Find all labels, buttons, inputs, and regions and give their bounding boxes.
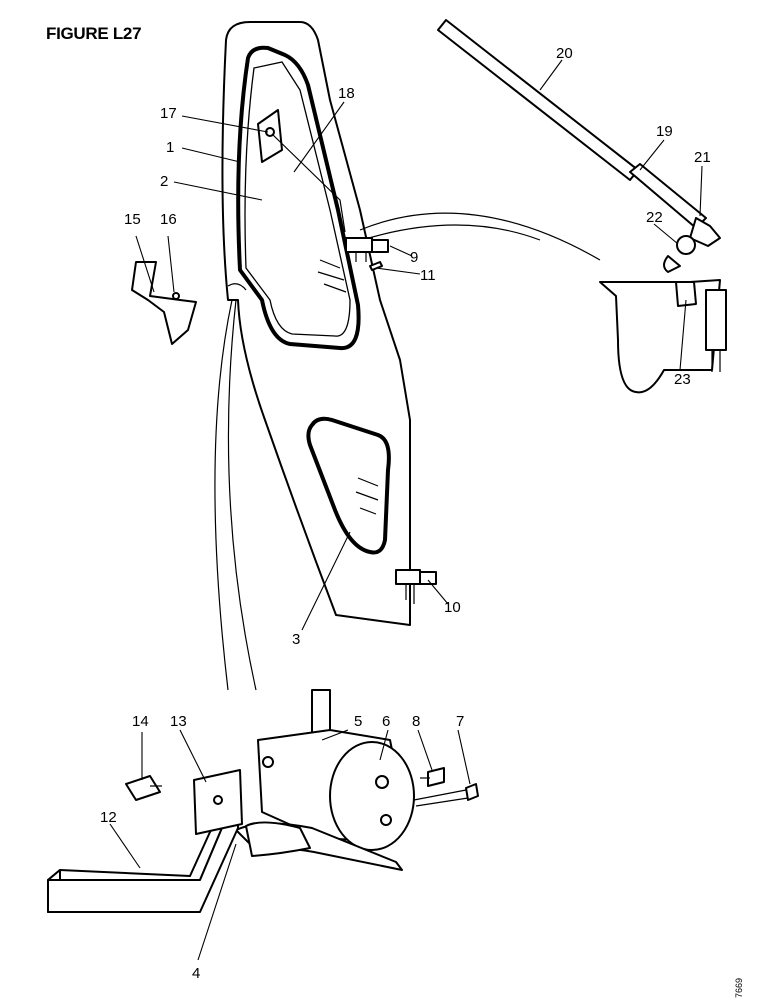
callout-21: 21: [694, 149, 711, 166]
figure-title: FIGURE L27: [46, 24, 142, 43]
stay-rod-assembly: [437, 19, 727, 394]
callout-6: 6: [382, 713, 390, 730]
callout-22: 22: [646, 209, 663, 226]
handle-assembly: [235, 689, 479, 871]
callout-16: 16: [160, 211, 177, 228]
rod-and-catch-plate: [257, 109, 346, 233]
callout-leaders: [109, 59, 703, 961]
callout-14: 14: [132, 713, 149, 730]
callout-5: 5: [354, 713, 362, 730]
callout-3: 3: [292, 631, 300, 648]
latch-bracket: [131, 261, 197, 345]
callout-23: 23: [674, 371, 691, 388]
callout-4: 4: [192, 965, 200, 982]
callout-20: 20: [556, 45, 573, 62]
callout-17: 17: [160, 105, 177, 122]
callout-8: 8: [412, 713, 420, 730]
callout-labels: 1 2 3 4 5 6 7 8 9 10 11 12 13 14 15 16 1…: [100, 45, 711, 982]
callout-2: 2: [160, 173, 168, 190]
callout-7: 7: [456, 713, 464, 730]
callout-1: 1: [166, 139, 174, 156]
callout-18: 18: [338, 85, 355, 102]
callout-12: 12: [100, 809, 117, 826]
hinge-part: [345, 237, 437, 604]
callout-9: 9: [410, 249, 418, 266]
bracket-plate: [47, 769, 243, 913]
callout-11: 11: [420, 267, 436, 284]
callout-13: 13: [170, 713, 187, 730]
callout-15: 15: [124, 211, 141, 228]
callout-10: 10: [444, 599, 461, 616]
callout-19: 19: [656, 123, 673, 140]
